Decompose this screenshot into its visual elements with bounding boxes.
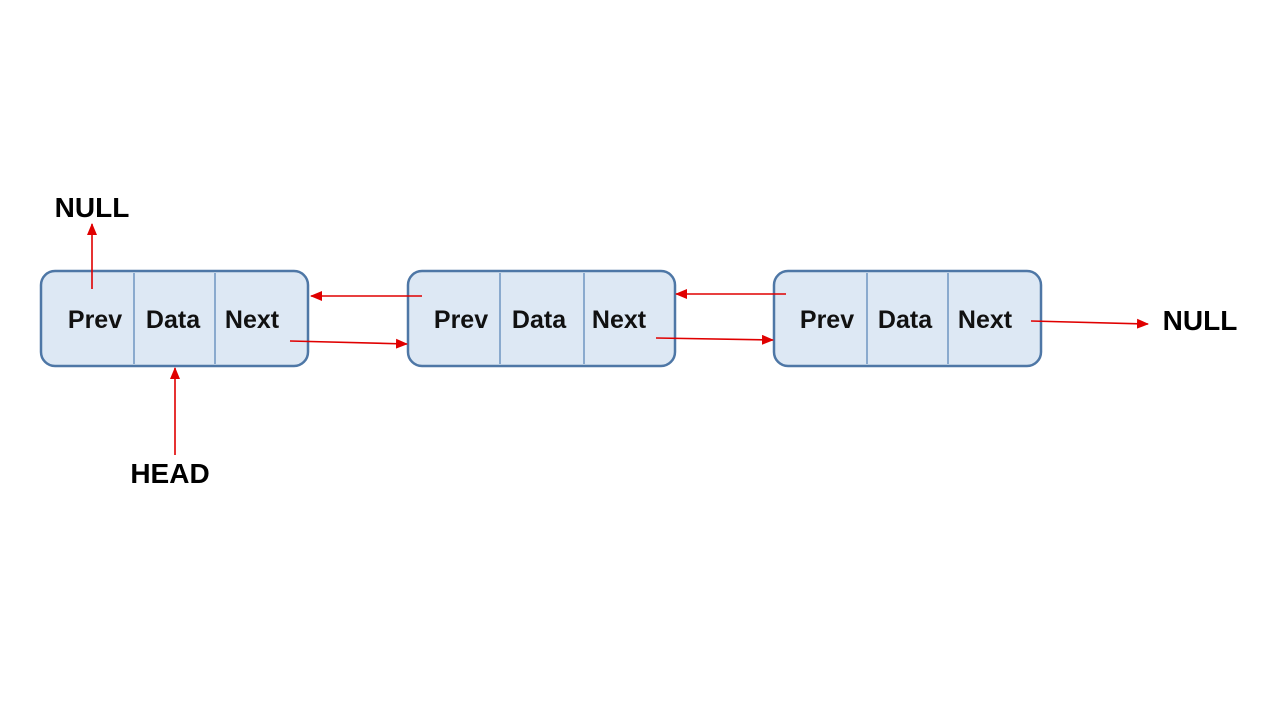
arrow-node3-next-to-null: [1030, 318, 1149, 329]
node-2-box: [406, 269, 677, 368]
node-3-data-field: Data: [878, 306, 933, 334]
node-3-box: [772, 269, 1043, 368]
arrow-node1-next-to-node2: [289, 338, 408, 349]
null-label-top: NULL: [55, 192, 130, 223]
arrow-node2-next-to-node3: [655, 334, 774, 345]
list-node-2: Prev Data Next: [406, 269, 677, 368]
node-1-next-field: Next: [225, 306, 280, 334]
node-1-prev-field: Prev: [68, 306, 122, 334]
head-label: HEAD: [130, 458, 209, 489]
node-1-data-field: Data: [146, 306, 201, 334]
node-2-data-field: Data: [512, 306, 567, 334]
node-3-prev-field: Prev: [800, 306, 854, 334]
node-2-prev-field: Prev: [434, 306, 488, 334]
node-2-next-field: Next: [592, 306, 647, 334]
list-node-1: Prev Data Next: [39, 269, 310, 368]
null-label-right: NULL: [1163, 305, 1238, 336]
list-node-3: Prev Data Next: [772, 269, 1043, 368]
node-3-next-field: Next: [958, 306, 1013, 334]
node-1-box: [39, 269, 310, 368]
